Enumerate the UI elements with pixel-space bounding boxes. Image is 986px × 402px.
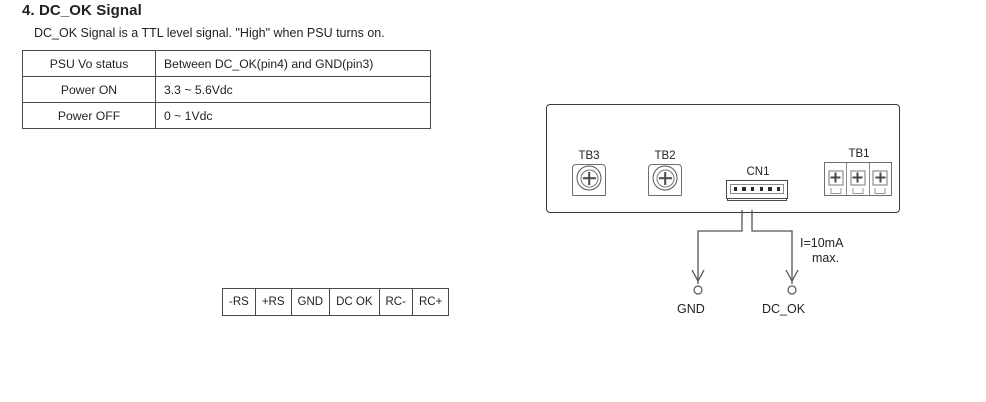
terminal-tb1-body <box>824 162 892 196</box>
table-cell-value: Between DC_OK(pin4) and GND(pin3) <box>155 50 431 77</box>
terminal-tb3-base <box>572 164 606 196</box>
pin-cell-minus-rs: -RS <box>222 288 256 316</box>
section-intro-text: DC_OK Signal is a TTL level signal. "Hig… <box>34 26 385 40</box>
pin-cell-plus-rs: +RS <box>254 288 292 316</box>
table-row: Power ON 3.3 ~ 5.6Vdc <box>22 76 431 103</box>
connector-cn1: CN1 <box>726 166 790 201</box>
pin-cell-rc-minus: RC- <box>378 288 413 316</box>
tb1-position <box>847 163 870 195</box>
screw-icon <box>652 165 678 191</box>
connector-cn1-housing <box>726 180 788 201</box>
pin-strip-row: -RS +RS GND DC OK RC- RC+ <box>222 288 450 316</box>
cn1-pin <box>733 187 738 191</box>
arrowhead-dc-ok <box>785 269 799 283</box>
current-limit-annotation: I=10mA max. <box>800 236 843 266</box>
screw-icon <box>872 170 888 186</box>
dc-ok-spec-table: PSU Vo status Between DC_OK(pin4) and GN… <box>22 50 431 129</box>
table-cell-value: 3.3 ~ 5.6Vdc <box>155 76 431 103</box>
dc-ok-wiring-schematic <box>691 210 799 295</box>
cn1-pin <box>742 187 746 191</box>
pin-cell-gnd: GND <box>290 288 331 316</box>
terminal-tb1-label: TB1 <box>848 148 870 160</box>
current-limit-value: I=10mA <box>800 236 844 250</box>
terminal-tb3: TB3 <box>572 150 606 196</box>
section-heading: 4. DC_OK Signal <box>22 2 142 19</box>
wire-gnd <box>697 210 743 284</box>
terminal-tb2: TB2 <box>648 150 682 196</box>
psu-panel-diagram: TB3 TB2 CN1 <box>546 98 906 338</box>
arrowhead-gnd <box>691 269 705 283</box>
tb1-position <box>825 163 848 195</box>
table-row: Power OFF 0 ~ 1Vdc <box>22 102 431 129</box>
terminal-tb2-label: TB2 <box>654 150 676 162</box>
terminal-tb3-label: TB3 <box>578 150 600 162</box>
terminal-point-gnd <box>693 285 703 295</box>
cn1-pin <box>759 187 763 191</box>
screw-icon <box>576 165 602 191</box>
screw-icon <box>850 170 866 186</box>
pin-cell-rc-plus: RC+ <box>411 288 450 316</box>
cn1-pin <box>750 187 755 191</box>
cn1-pin <box>776 187 781 191</box>
tb1-position <box>870 163 891 195</box>
table-cell-status: Power OFF <box>22 102 156 129</box>
pin-cell-dc-ok: DC OK <box>329 288 380 316</box>
screw-icon <box>828 170 844 186</box>
terminal-tb1: TB1 <box>824 148 894 196</box>
lead-label-gnd: GND <box>677 302 705 316</box>
connector-pin-strip: -RS +RS GND DC OK RC- RC+ <box>222 288 450 316</box>
cn1-pin <box>768 187 772 191</box>
wire-dc-ok <box>751 210 793 284</box>
table-cell-value: 0 ~ 1Vdc <box>155 102 431 129</box>
terminal-point-dc-ok <box>787 285 797 295</box>
current-limit-max: max. <box>812 250 840 265</box>
table-cell-status: Power ON <box>22 76 156 103</box>
table-cell-status: PSU Vo status <box>22 50 156 77</box>
lead-label-dc-ok: DC_OK <box>762 302 806 316</box>
terminal-tb2-base <box>648 164 682 196</box>
connector-cn1-label: CN1 <box>746 166 770 178</box>
table-row: PSU Vo status Between DC_OK(pin4) and GN… <box>22 50 431 77</box>
